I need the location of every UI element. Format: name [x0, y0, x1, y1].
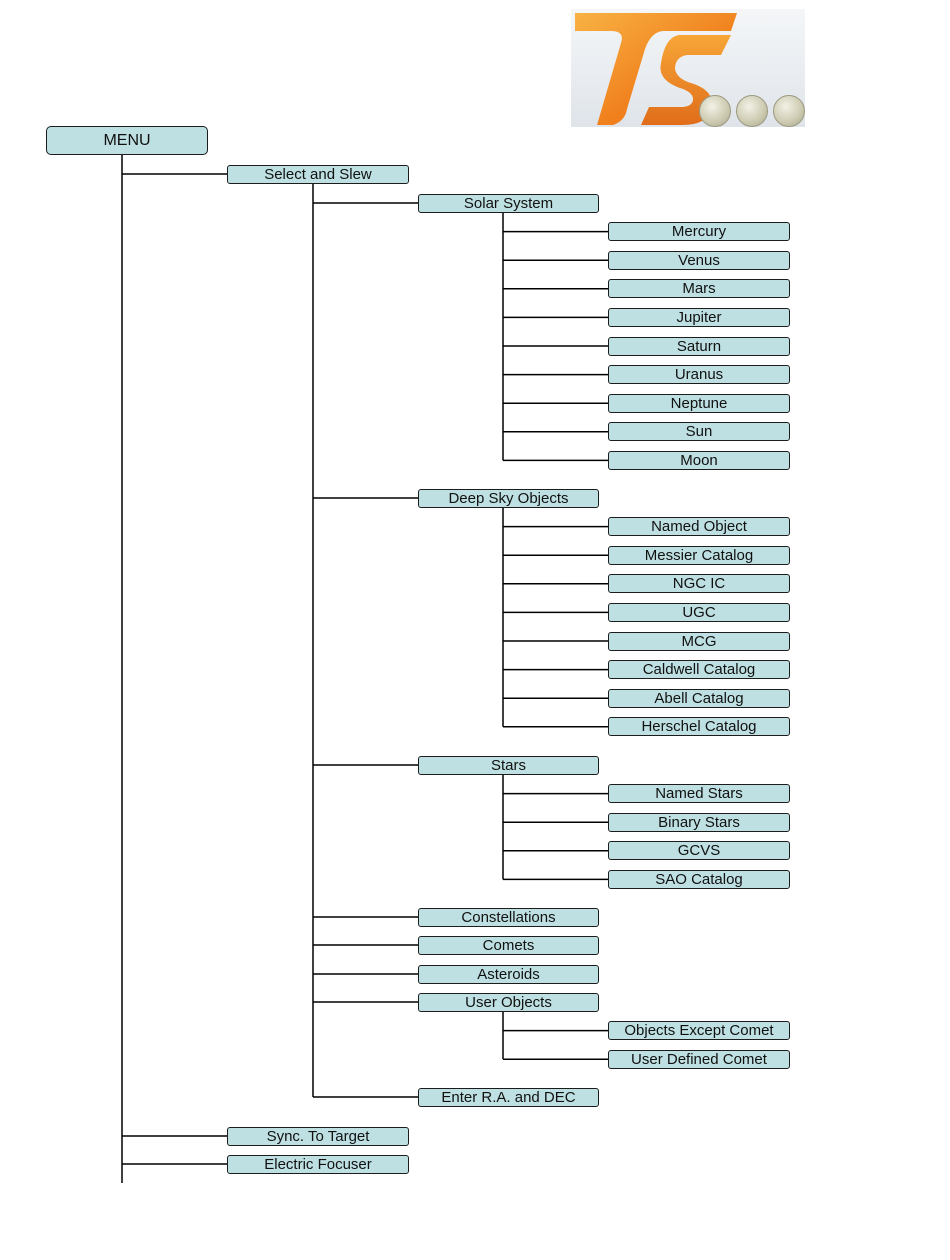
menu-item-uranus[interactable]: Uranus — [608, 365, 790, 385]
planet-disc-icon — [736, 95, 768, 127]
menu-item-electric-focuser[interactable]: Electric Focuser — [227, 1154, 409, 1174]
menu-item-named-object[interactable]: Named Object — [608, 517, 790, 537]
menu-item-mcg[interactable]: MCG — [608, 631, 790, 651]
menu-item-named-stars[interactable]: Named Stars — [608, 784, 790, 804]
menu-item-asteroids[interactable]: Asteroids — [418, 964, 599, 984]
menu-item-abell-catalog[interactable]: Abell Catalog — [608, 688, 790, 708]
planet-disc-icon — [773, 95, 805, 127]
menu-item-enter-r-a-and-dec[interactable]: Enter R.A. and DEC — [418, 1087, 599, 1107]
menu-item-objects-except-comet[interactable]: Objects Except Comet — [608, 1021, 790, 1041]
menu-item-comets[interactable]: Comets — [418, 935, 599, 955]
menu-item-solar-system[interactable]: Solar System — [418, 193, 599, 213]
menu-item-binary-stars[interactable]: Binary Stars — [608, 812, 790, 832]
menu-item-stars[interactable]: Stars — [418, 755, 599, 775]
menu-item-saturn[interactable]: Saturn — [608, 336, 790, 356]
menu-item-user-defined-comet[interactable]: User Defined Comet — [608, 1049, 790, 1069]
menu-item-moon[interactable]: Moon — [608, 450, 790, 470]
menu-item-sao-catalog[interactable]: SAO Catalog — [608, 869, 790, 889]
planet-disc-icon — [699, 95, 731, 127]
menu-item-venus[interactable]: Venus — [608, 250, 790, 270]
menu-item-neptune[interactable]: Neptune — [608, 393, 790, 413]
ts-logo — [571, 9, 805, 127]
menu-item-mars[interactable]: Mars — [608, 279, 790, 299]
menu-item-deep-sky-objects[interactable]: Deep Sky Objects — [418, 488, 599, 508]
menu-item-sync-to-target[interactable]: Sync. To Target — [227, 1126, 409, 1146]
menu-item-ngc-ic[interactable]: NGC IC — [608, 574, 790, 594]
menu-item-user-objects[interactable]: User Objects — [418, 992, 599, 1012]
menu-item-mercury[interactable]: Mercury — [608, 222, 790, 242]
menu-item-select-and-slew[interactable]: Select and Slew — [227, 164, 409, 184]
menu-item-gcvs[interactable]: GCVS — [608, 841, 790, 861]
menu-item-jupiter[interactable]: Jupiter — [608, 307, 790, 327]
menu-item-ugc[interactable]: UGC — [608, 602, 790, 622]
menu-item-constellations[interactable]: Constellations — [418, 907, 599, 927]
menu-root[interactable]: MENU — [46, 126, 208, 155]
menu-item-caldwell-catalog[interactable]: Caldwell Catalog — [608, 660, 790, 680]
menu-item-herschel-catalog[interactable]: Herschel Catalog — [608, 717, 790, 737]
menu-item-sun[interactable]: Sun — [608, 422, 790, 442]
menu-item-messier-catalog[interactable]: Messier Catalog — [608, 545, 790, 565]
